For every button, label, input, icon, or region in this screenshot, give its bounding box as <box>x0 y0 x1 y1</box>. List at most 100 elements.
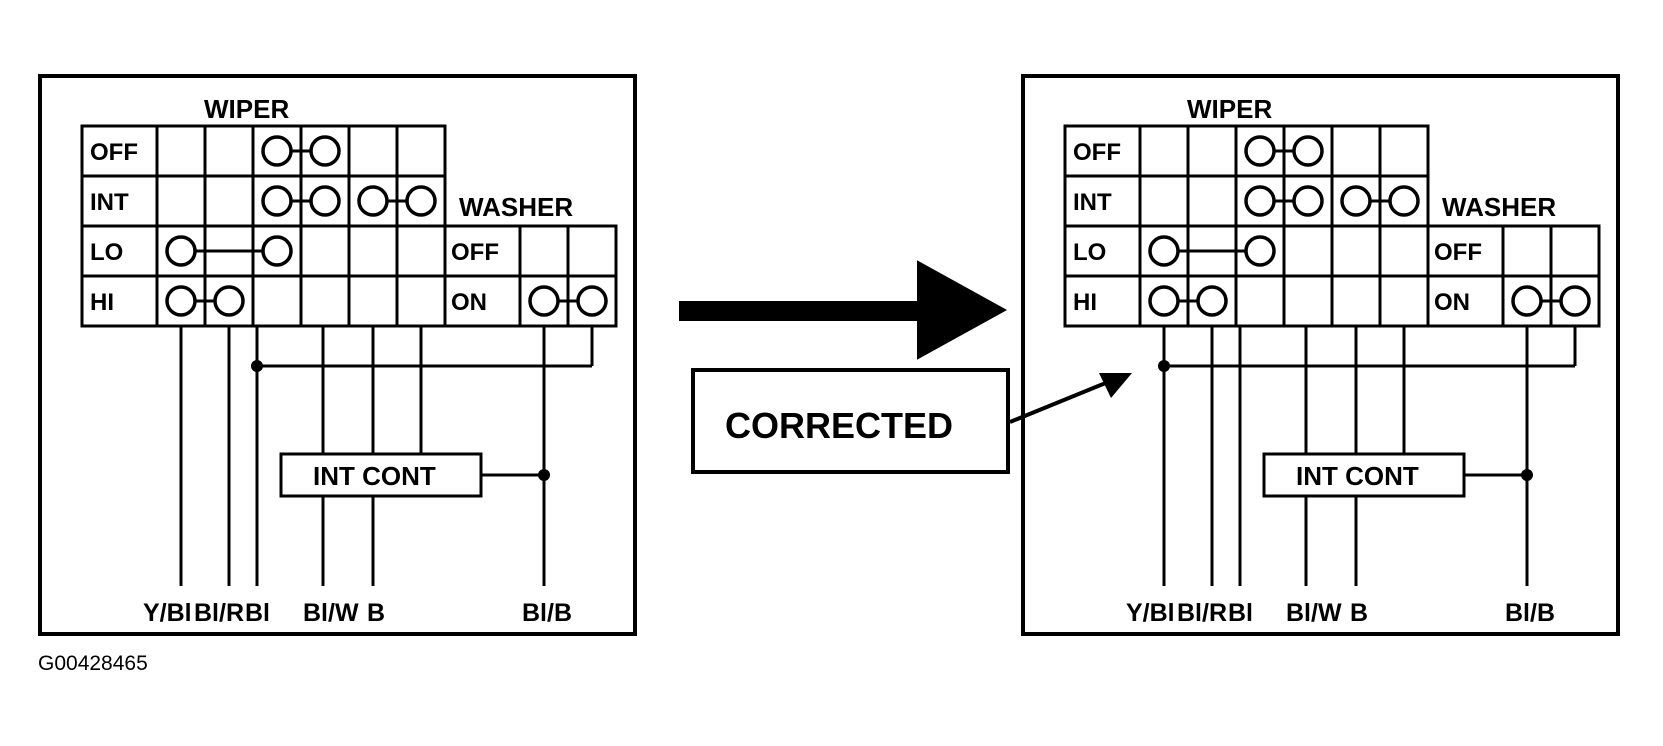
washer-grid-cell <box>443 274 522 328</box>
washer-grid-cell <box>443 224 522 278</box>
int-cont-label: INT CONT <box>313 461 436 491</box>
contact-point <box>213 285 245 317</box>
contact-point <box>1388 185 1420 217</box>
wire-label-b: B <box>1350 599 1368 627</box>
wiper-row-label: INT <box>90 189 129 216</box>
panel-frame <box>38 74 637 636</box>
wire-label-bl-r: Bl/R <box>194 599 244 627</box>
panel-frame <box>1021 74 1620 636</box>
wiper-title: WIPER <box>204 94 289 124</box>
wiper-grid-cell <box>395 274 447 328</box>
figure-id: G00428465 <box>38 652 148 675</box>
washer-grid-cell <box>566 224 618 278</box>
wiper-title: WIPER <box>1187 94 1272 124</box>
wiper-grid-cell <box>251 274 303 328</box>
wire-label-bl-w: Bl/W <box>1286 599 1342 627</box>
wiper-grid-cell <box>1282 224 1334 278</box>
contact-point <box>309 185 341 217</box>
contact-point <box>1292 185 1324 217</box>
washer-row-label: ON <box>451 289 487 316</box>
transition-arrow <box>679 260 1008 360</box>
washer-grid-cell <box>518 224 570 278</box>
corrected-callout-box <box>691 368 1010 474</box>
contact-point <box>1511 285 1543 317</box>
int-cont-junction-dot <box>538 469 550 481</box>
wiper-row-label: HI <box>90 289 114 316</box>
wiper-row-label: LO <box>1073 239 1106 266</box>
wiper-grid-cell <box>1378 124 1430 178</box>
wiper-grid-cell <box>299 274 351 328</box>
wire-label-bl-b: Bl/B <box>1505 599 1555 627</box>
contact-point <box>165 235 197 267</box>
wiper-grid-cell <box>80 224 159 278</box>
contact-point <box>165 285 197 317</box>
wiper-row-label: HI <box>1073 289 1097 316</box>
wiper-grid-cell <box>155 174 207 228</box>
washer-grid-cell <box>1549 224 1601 278</box>
contact-point <box>261 185 293 217</box>
wire-label-bl: Bl <box>245 599 270 627</box>
washer-title: WASHER <box>1442 192 1556 222</box>
contact-point <box>261 135 293 167</box>
contact-point <box>1292 135 1324 167</box>
wire-label-bl-w: Bl/W <box>303 599 359 627</box>
wiper-grid-cell <box>299 224 351 278</box>
callout-pointer-line <box>1009 380 1109 424</box>
wiper-grid-cell <box>80 274 159 328</box>
contact-point <box>576 285 608 317</box>
wiper-grid-cell <box>1330 274 1382 328</box>
contact-point <box>357 185 389 217</box>
wire-label-y-bl: Y/Bl <box>1126 599 1175 627</box>
wiper-grid-cell <box>1138 124 1190 178</box>
wiper-grid-cell <box>203 124 255 178</box>
washer-row-label: OFF <box>1434 239 1482 266</box>
contact-point <box>405 185 437 217</box>
wiper-grid-cell <box>347 124 399 178</box>
wiper-row-label: OFF <box>90 139 138 166</box>
wiper-grid-cell <box>80 174 159 228</box>
wire-label-bl-r: Bl/R <box>1177 599 1227 627</box>
washer-grid-cell <box>1426 274 1505 328</box>
contact-point <box>261 235 293 267</box>
contact-point <box>1244 185 1276 217</box>
contact-point <box>1148 235 1180 267</box>
wiper-grid-cell <box>347 224 399 278</box>
bus-junction-dot <box>1158 360 1170 372</box>
wire-label-y-bl: Y/Bl <box>143 599 192 627</box>
int-cont-label: INT CONT <box>1296 461 1419 491</box>
wiper-grid-cell <box>1138 174 1190 228</box>
int-cont-junction-dot <box>1521 469 1533 481</box>
contact-point <box>528 285 560 317</box>
contact-point <box>1148 285 1180 317</box>
contact-point <box>1196 285 1228 317</box>
corrected-callout-label: CORRECTED <box>725 405 953 446</box>
wiper-grid-cell <box>1330 124 1382 178</box>
contact-point <box>1559 285 1591 317</box>
washer-row-label: OFF <box>451 239 499 266</box>
contact-point <box>1244 235 1276 267</box>
wire-label-bl-b: Bl/B <box>522 599 572 627</box>
wiper-grid-cell <box>155 124 207 178</box>
wire-label-bl: Bl <box>1228 599 1253 627</box>
wiper-row-label: INT <box>1073 189 1112 216</box>
wiper-row-label: LO <box>90 239 123 266</box>
wiper-grid-cell <box>1186 174 1238 228</box>
contact-point <box>309 135 341 167</box>
wiper-grid-cell <box>395 224 447 278</box>
washer-grid-cell <box>1501 224 1553 278</box>
wiper-grid-cell <box>395 124 447 178</box>
wiper-grid-cell <box>1330 224 1382 278</box>
int-cont-box <box>279 452 483 498</box>
wiper-row-label: OFF <box>1073 139 1121 166</box>
callout-pointer-arrowhead <box>1099 373 1132 398</box>
wiper-grid-cell <box>203 174 255 228</box>
washer-title: WASHER <box>459 192 573 222</box>
bus-junction-dot <box>251 360 263 372</box>
wiper-grid-cell <box>347 274 399 328</box>
wiper-grid-cell <box>1282 274 1334 328</box>
contact-point <box>1340 185 1372 217</box>
wiper-grid-cell <box>1234 274 1286 328</box>
